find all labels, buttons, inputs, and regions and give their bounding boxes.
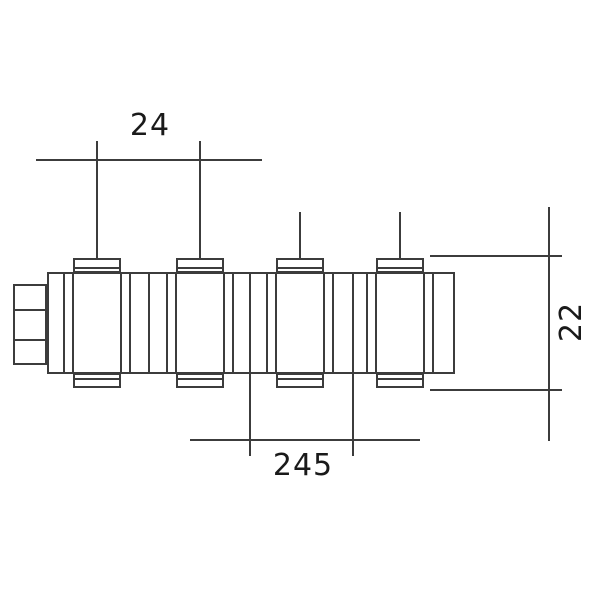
port-2-stem bbox=[199, 141, 201, 259]
hex-fitting-flat-line-lower bbox=[15, 339, 45, 341]
port-2-wall-left bbox=[175, 272, 177, 374]
port-4-stem bbox=[399, 212, 401, 259]
port-2-outer-wall-left bbox=[166, 272, 168, 374]
port-4-wall-right bbox=[423, 272, 425, 374]
port-4-wall-left bbox=[375, 272, 377, 374]
port-4-outer-wall-left bbox=[366, 272, 368, 374]
body-segment-line-2 bbox=[249, 272, 251, 374]
hex-fitting bbox=[13, 284, 47, 365]
port-1-top-flange bbox=[73, 258, 121, 273]
port-3-stem bbox=[299, 212, 301, 259]
port-3-bottom-flange-collar bbox=[278, 378, 322, 380]
port-3-top-flange-collar bbox=[278, 267, 322, 269]
port-4-outer-wall-right bbox=[432, 272, 434, 374]
port-1-bottom-flange-collar bbox=[75, 378, 119, 380]
extension-line-right-top bbox=[430, 255, 562, 257]
extension-line-right-bottom bbox=[430, 389, 562, 391]
port-2-bottom-flange-collar bbox=[178, 378, 222, 380]
port-2-top-flange bbox=[176, 258, 224, 273]
port-2-outer-wall-right bbox=[232, 272, 234, 374]
port-3-top-flange bbox=[276, 258, 324, 273]
port-3-outer-wall-right bbox=[332, 272, 334, 374]
dimension-line-bottom bbox=[190, 439, 420, 441]
port-1-outer-wall-left bbox=[63, 272, 65, 374]
port-2-top-flange-collar bbox=[178, 267, 222, 269]
port-4-bottom-flange-collar bbox=[378, 378, 422, 380]
body-segment-line-3 bbox=[352, 272, 354, 374]
port-3-wall-left bbox=[275, 272, 277, 374]
port-4-bottom-flange bbox=[376, 373, 424, 388]
port-1-outer-wall-right bbox=[129, 272, 131, 374]
port-2-bottom-flange bbox=[176, 373, 224, 388]
port-1-wall-left bbox=[72, 272, 74, 374]
port-4-top-flange-collar bbox=[378, 267, 422, 269]
body-segment-line-1 bbox=[148, 272, 150, 374]
dimension-label-port-spacing: 24 bbox=[129, 108, 171, 143]
extension-line-bottom-right bbox=[352, 374, 354, 456]
dimension-line-right bbox=[548, 207, 550, 441]
hex-fitting-flat-line-upper bbox=[15, 309, 45, 311]
port-1-top-flange-collar bbox=[75, 267, 119, 269]
port-2-wall-right bbox=[223, 272, 225, 374]
dimension-label-overall-length: 245 bbox=[272, 448, 334, 483]
extension-line-bottom-left bbox=[249, 374, 251, 456]
manifold-body bbox=[47, 272, 455, 374]
port-4-top-flange bbox=[376, 258, 424, 273]
port-3-bottom-flange bbox=[276, 373, 324, 388]
dimension-label-height: 22 bbox=[554, 301, 589, 343]
port-3-wall-right bbox=[323, 272, 325, 374]
port-1-stem bbox=[96, 141, 98, 259]
dimension-line-top bbox=[36, 159, 262, 161]
port-3-outer-wall-left bbox=[266, 272, 268, 374]
port-1-bottom-flange bbox=[73, 373, 121, 388]
port-1-wall-right bbox=[120, 272, 122, 374]
